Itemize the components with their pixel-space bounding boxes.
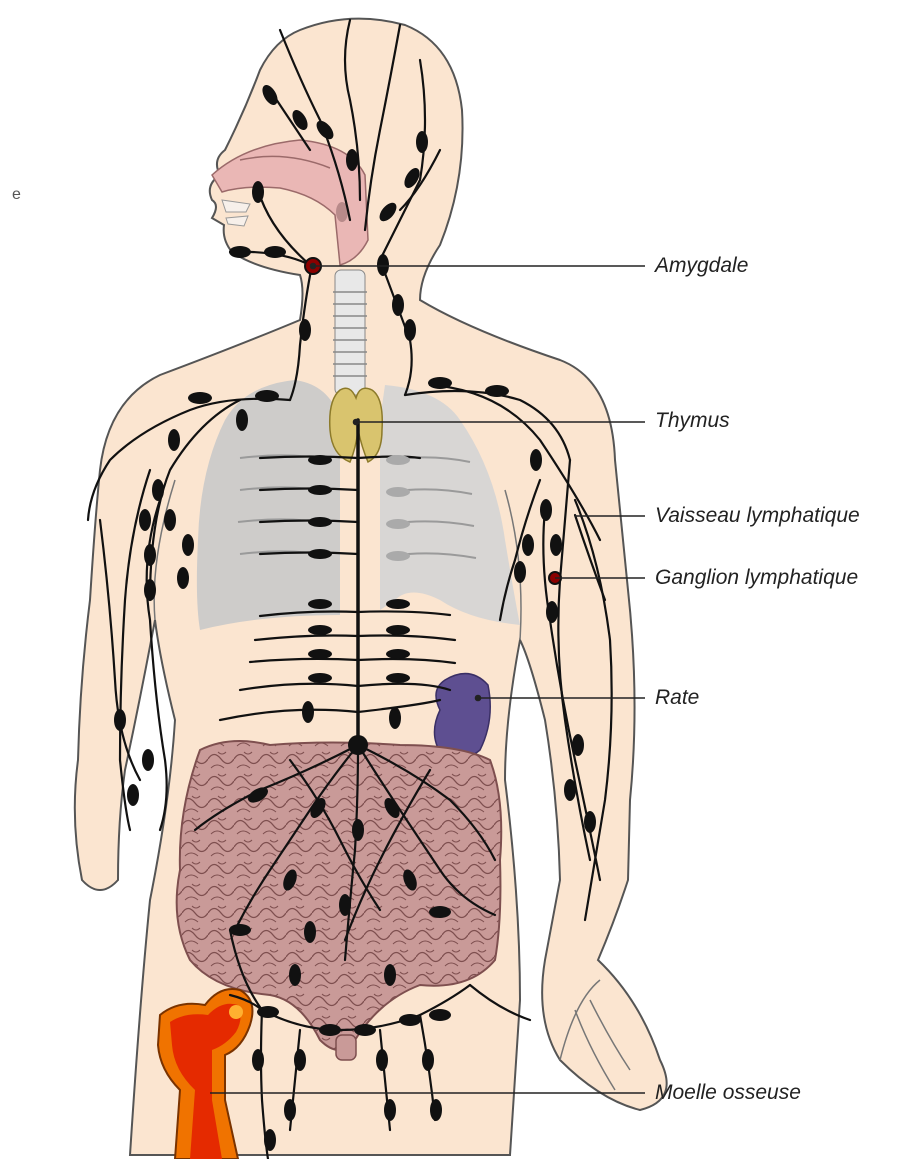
- callout-dot-rate: [476, 696, 481, 701]
- label-rate: Rate: [655, 686, 699, 710]
- label-vaisseau-lymphatique: Vaisseau lymphatique: [655, 504, 860, 528]
- callout-dot-amygdale: [311, 264, 316, 269]
- femur-head-highlight: [229, 1005, 243, 1019]
- label-amygdale: Amygdale: [655, 254, 748, 278]
- rectum: [336, 1035, 356, 1060]
- callout-dot-thymus: [354, 420, 359, 425]
- label-moelle-osseuse: Moelle osseuse: [655, 1081, 801, 1105]
- label-ganglion-lymphatique: Ganglion lymphatique: [655, 566, 858, 590]
- stray-glyph: e: [12, 186, 21, 204]
- spleen-organ: [434, 674, 490, 759]
- label-thymus: Thymus: [655, 409, 730, 433]
